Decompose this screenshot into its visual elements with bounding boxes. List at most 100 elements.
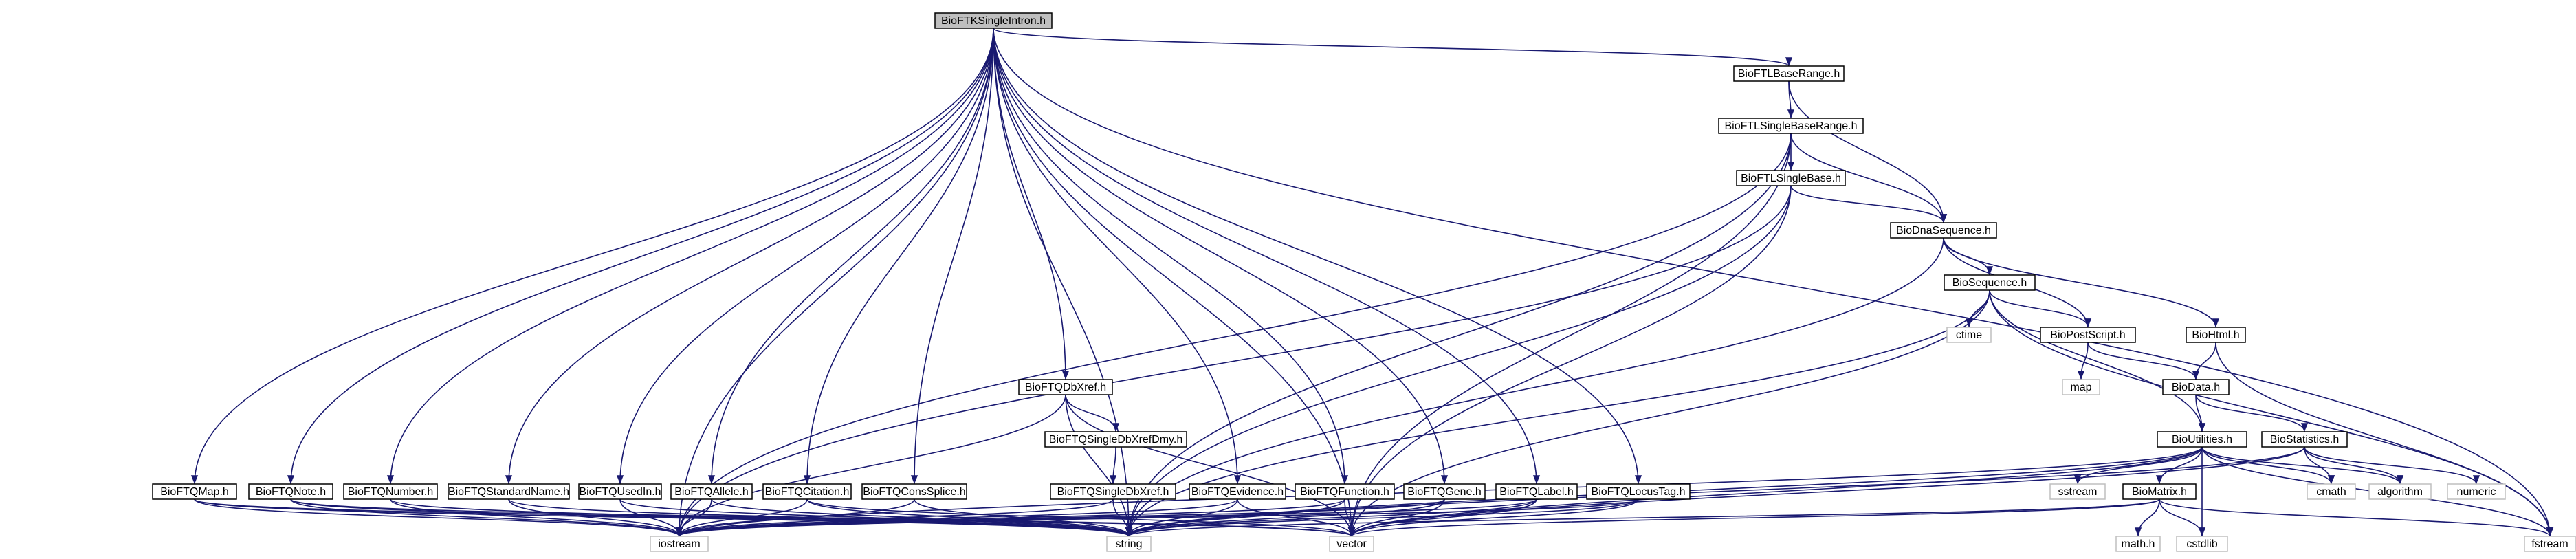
node-dbxref[interactable]: BioFTQDbXref.h xyxy=(1018,379,1113,395)
edge-root-to-dbxref xyxy=(993,28,1070,380)
node-label: BioFTQNote.h xyxy=(256,486,326,498)
edge-root-to-usedin xyxy=(616,28,994,485)
node-box xyxy=(1946,327,1992,343)
node-box xyxy=(1018,379,1113,395)
node-singlebase[interactable]: BioFTLSingleBase.h xyxy=(1736,170,1846,186)
edge-singlebaserange-to-vector xyxy=(1347,133,1792,537)
node-citation[interactable]: BioFTQCitation.h xyxy=(762,483,852,500)
edge-root-to-label xyxy=(993,28,1541,485)
node-box xyxy=(934,12,1053,29)
node-label: BioFTLSingleBase.h xyxy=(1741,173,1841,184)
node-data[interactable]: BioData.h xyxy=(2162,379,2230,395)
edge-matrix-to-string xyxy=(1125,498,2160,537)
edge-root-to-number xyxy=(386,28,994,485)
node-label: BioFTQAllele.h xyxy=(674,486,749,498)
edge-singlebaserange-to-string xyxy=(1125,133,1792,537)
node-singlebaserange[interactable]: BioFTLSingleBaseRange.h xyxy=(1718,118,1864,134)
node-box xyxy=(1495,483,1578,500)
node-gene[interactable]: BioFTQGene.h xyxy=(1403,483,1486,500)
node-label: ctime xyxy=(1956,329,1982,341)
node-box xyxy=(2368,483,2432,500)
node-locustag[interactable]: BioFTQLocusTag.h xyxy=(1586,483,1691,500)
node-utilities[interactable]: BioUtilities.h xyxy=(2157,431,2247,448)
node-ftqmap[interactable]: BioFTQMap.h xyxy=(152,483,237,500)
edge-root-to-ftqmap xyxy=(190,28,994,485)
edge-postscript-to-data xyxy=(2087,342,2200,380)
node-box xyxy=(2049,483,2106,500)
node-dnaseq[interactable]: BioDnaSequence.h xyxy=(1890,222,1997,239)
edge-stdname-to-iostream xyxy=(508,498,683,537)
edge-function-to-iostream xyxy=(676,498,1345,537)
node-label: sstream xyxy=(2058,486,2098,498)
node-label: BioFTQUsedIn.h xyxy=(579,486,661,498)
edge-utilities-to-matrix xyxy=(2155,446,2203,485)
node-label: BioHtml.h xyxy=(2192,329,2239,341)
node-number[interactable]: BioFTQNumber.h xyxy=(343,483,438,500)
edge-root-to-note xyxy=(287,28,994,485)
edge-data-to-utilities xyxy=(2195,394,2206,432)
edge-postscript-to-map xyxy=(2077,342,2089,380)
node-box xyxy=(343,483,438,500)
edge-ftqmap-to-string xyxy=(194,498,1132,537)
node-box xyxy=(1329,536,1374,552)
node-cmath: cmath xyxy=(2307,483,2356,500)
edge-singlebase-to-vector xyxy=(1347,185,1792,537)
node-postscript[interactable]: BioPostScript.h xyxy=(2040,327,2136,343)
node-label: cstdlib xyxy=(2186,538,2217,550)
node-stdname[interactable]: BioFTQStandardName.h xyxy=(448,483,570,500)
edge-conssplice-to-iostream xyxy=(676,498,915,537)
node-algorithm: algorithm xyxy=(2368,483,2432,500)
node-evidence[interactable]: BioFTQEvidence.h xyxy=(1189,483,1286,500)
node-label[interactable]: BioFTQLabel.h xyxy=(1495,483,1578,500)
node-allele[interactable]: BioFTQAllele.h xyxy=(670,483,753,500)
node-label: BioStatistics.h xyxy=(2270,434,2339,446)
node-sequence[interactable]: BioSequence.h xyxy=(1944,274,2036,291)
node-singledbxrefdmy[interactable]: BioFTQSingleDbXrefDmy.h xyxy=(1044,431,1187,448)
node-box xyxy=(1718,118,1864,134)
node-label: BioFTLSingleBaseRange.h xyxy=(1724,120,1857,132)
edge-function-to-string xyxy=(1125,498,1345,537)
edge-singlebaserange-to-dnaseq xyxy=(1790,133,1948,223)
edge-root-to-gene xyxy=(993,28,1449,485)
node-label: BioFTQLocusTag.h xyxy=(1592,486,1686,498)
edge-singledbxref-to-iostream xyxy=(676,498,1114,537)
edge-singledbxrefdmy-to-singledbxref xyxy=(1109,446,1117,485)
node-label: BioFTLBaseRange.h xyxy=(1738,68,1840,80)
node-label: BioFTQDbXref.h xyxy=(1025,382,1106,393)
node-box xyxy=(1106,536,1152,552)
node-box xyxy=(2447,483,2506,500)
node-ctime: ctime xyxy=(1946,327,1992,343)
edge-dnaseq-to-html xyxy=(1943,237,2220,328)
edge-root-to-allele xyxy=(707,28,994,485)
node-label: BioFTQFunction.h xyxy=(1300,486,1389,498)
node-iostream: iostream xyxy=(650,536,709,552)
node-cstdlib: cstdlib xyxy=(2176,536,2228,552)
node-root[interactable]: BioFTKSingleIntron.h xyxy=(934,12,1053,29)
edge-usedin-to-string xyxy=(619,498,1132,537)
node-baserange[interactable]: BioFTLBaseRange.h xyxy=(1733,65,1845,82)
node-label: BioFTQGene.h xyxy=(1407,486,1482,498)
node-note[interactable]: BioFTQNote.h xyxy=(248,483,333,500)
edge-sequence-to-string xyxy=(1125,289,1990,537)
node-label: BioFTQStandardName.h xyxy=(448,486,569,498)
node-matrix[interactable]: BioMatrix.h xyxy=(2122,483,2197,500)
edge-allele-to-string xyxy=(711,498,1132,537)
node-box xyxy=(2040,327,2136,343)
node-box xyxy=(2261,431,2348,448)
node-statistics[interactable]: BioStatistics.h xyxy=(2261,431,2348,448)
node-conssplice[interactable]: BioFTQConsSplice.h xyxy=(861,483,967,500)
edge-evidence-to-iostream xyxy=(676,498,1238,537)
edge-citation-to-iostream xyxy=(675,498,808,537)
node-label: BioFTQMap.h xyxy=(160,486,229,498)
edge-root-to-fstream xyxy=(993,28,2554,537)
node-singledbxref[interactable]: BioFTQSingleDbXref.h xyxy=(1050,483,1176,500)
node-mathh: math.h xyxy=(2115,536,2161,552)
node-label: BioUtilities.h xyxy=(2172,434,2232,446)
node-function[interactable]: BioFTQFunction.h xyxy=(1295,483,1395,500)
node-usedin[interactable]: BioFTQUsedIn.h xyxy=(578,483,662,500)
edge-locustag-to-iostream xyxy=(676,498,1639,537)
edge-label-to-string xyxy=(1125,498,1537,537)
node-html[interactable]: BioHtml.h xyxy=(2186,327,2246,343)
node-label: BioFTKSingleIntron.h xyxy=(941,15,1046,27)
node-box xyxy=(670,483,753,500)
